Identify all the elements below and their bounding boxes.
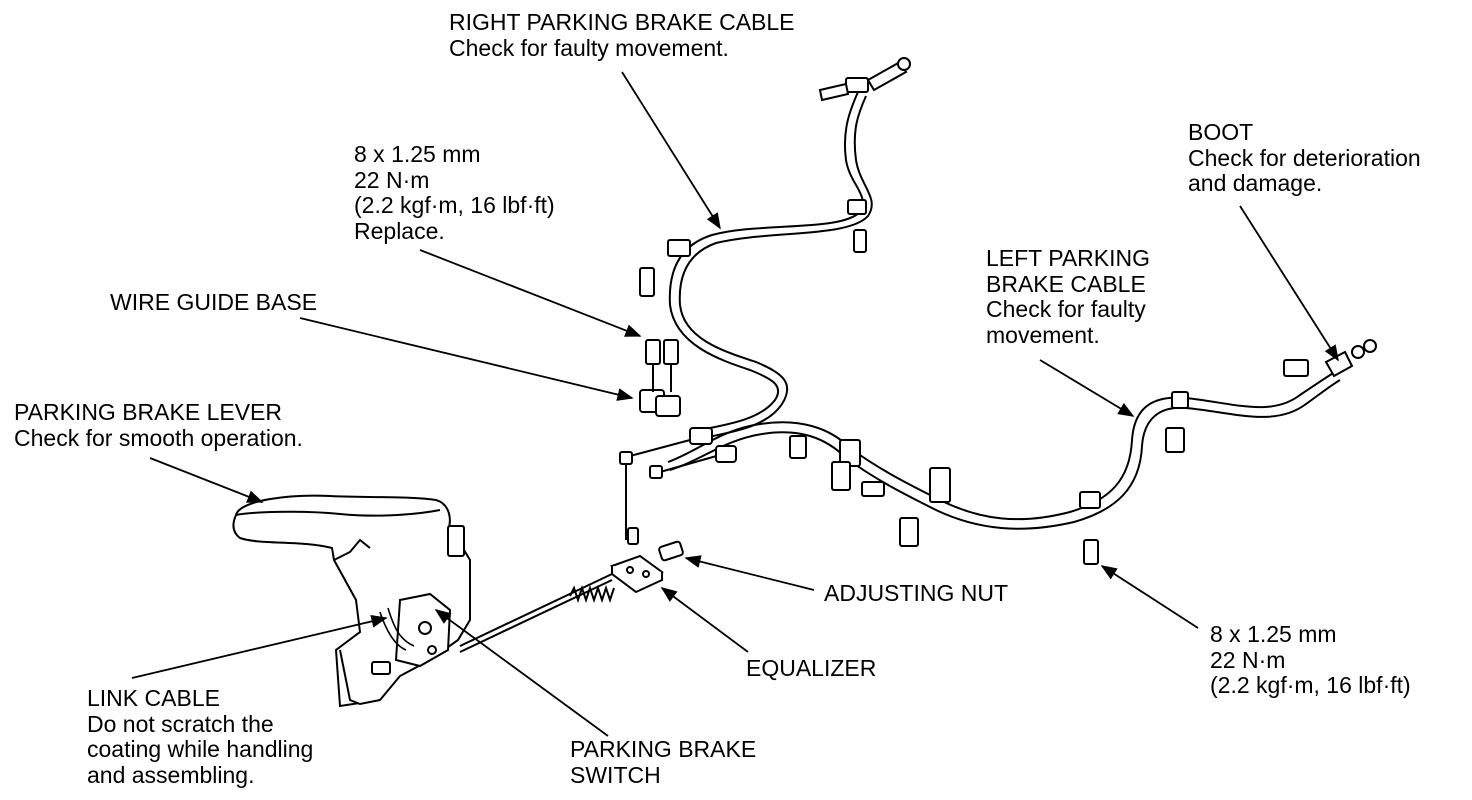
label-line: 22 N·m (1210, 646, 1286, 673)
label-line: BOOT (1188, 119, 1254, 145)
parking-brake-lever (232, 494, 471, 708)
label-equalizer: EQUALIZER (746, 655, 877, 682)
right-parking-brake-cable (668, 91, 873, 439)
arrow-boot (1239, 205, 1339, 362)
label-line: (2.2 kgf·m, 16 lbf·ft) (1210, 672, 1411, 698)
cable-ends (619, 427, 807, 545)
label-right-parking-brake-cable: RIGHT PARKING BRAKE CABLE Check for faul… (449, 9, 795, 61)
label-bolt-torque-lower: 8 x 1.25 mm 22 N·m (2.2 kgf·m, 16 lbf·ft… (1210, 621, 1411, 699)
label-line: SWITCH (570, 761, 661, 788)
adjusting-nut (658, 540, 684, 562)
arrow-bolt-upper (419, 249, 642, 337)
label-line: WIRE GUIDE BASE (110, 289, 318, 315)
label-line: 22 N·m (354, 166, 430, 193)
label-line: Do not scratch the (87, 710, 274, 737)
label-line: movement. (986, 321, 1100, 348)
label-line: LINK CABLE (87, 685, 220, 711)
arrow-left-cable (1039, 359, 1135, 417)
label-line: coating while handling (87, 736, 314, 762)
arrow-switch (434, 609, 609, 737)
label-adjusting-nut: ADJUSTING NUT (824, 580, 1008, 607)
label-line: EQUALIZER (746, 655, 877, 681)
label-line: and damage. (1188, 170, 1323, 196)
equalizer (609, 554, 664, 594)
arrow-link-cable (131, 615, 388, 679)
label-wire-guide-base: WIRE GUIDE BASE (110, 289, 318, 316)
left-parking-brake-cable (667, 371, 1341, 530)
label-line: Check for faulty movement. (449, 34, 729, 61)
left-cable-fittings (831, 339, 1377, 565)
right-cable-wheel-fitting (639, 57, 911, 297)
label-line: Replace. (354, 217, 445, 244)
label-parking-brake-switch: PARKING BRAKE SWITCH (570, 736, 757, 788)
arrow-right-cable (621, 71, 721, 230)
label-line: PARKING BRAKE (570, 736, 757, 762)
leader-lines (131, 71, 1339, 737)
label-line: 8 x 1.25 mm (1210, 621, 1337, 647)
wire-guide-base (639, 339, 681, 417)
label-line: 8 x 1.25 mm (354, 141, 481, 167)
label-line: Check for deterioration (1188, 144, 1421, 171)
label-line: BRAKE CABLE (986, 270, 1146, 297)
label-line: PARKING BRAKE LEVER (14, 399, 282, 425)
label-line: LEFT PARKING (986, 245, 1151, 271)
label-parking-brake-lever: PARKING BRAKE LEVER Check for smooth ope… (14, 399, 303, 451)
arrow-adjusting-nut (684, 555, 815, 591)
label-line: and assembling. (87, 761, 255, 788)
arrow-wire-guide-base (299, 317, 634, 401)
label-boot: BOOT Check for deterioration and damage. (1188, 119, 1421, 197)
label-line: (2.2 kgf·m, 16 lbf·ft) (354, 192, 555, 218)
label-bolt-torque-upper: 8 x 1.25 mm 22 N·m (2.2 kgf·m, 16 lbf·ft… (354, 141, 555, 244)
label-link-cable: LINK CABLE Do not scratch the coating wh… (87, 685, 314, 788)
label-line: ADJUSTING NUT (824, 580, 1008, 606)
label-left-parking-brake-cable: LEFT PARKING BRAKE CABLE Check for fault… (986, 245, 1151, 348)
label-line: RIGHT PARKING BRAKE CABLE (449, 9, 795, 35)
label-line: Check for smooth operation. (14, 424, 303, 451)
arrow-lever (149, 457, 264, 503)
arrow-equalizer (660, 587, 749, 653)
adjusting-rod (459, 573, 615, 653)
arrow-bolt-lower (1100, 565, 1199, 629)
label-line: Check for faulty (986, 296, 1146, 322)
